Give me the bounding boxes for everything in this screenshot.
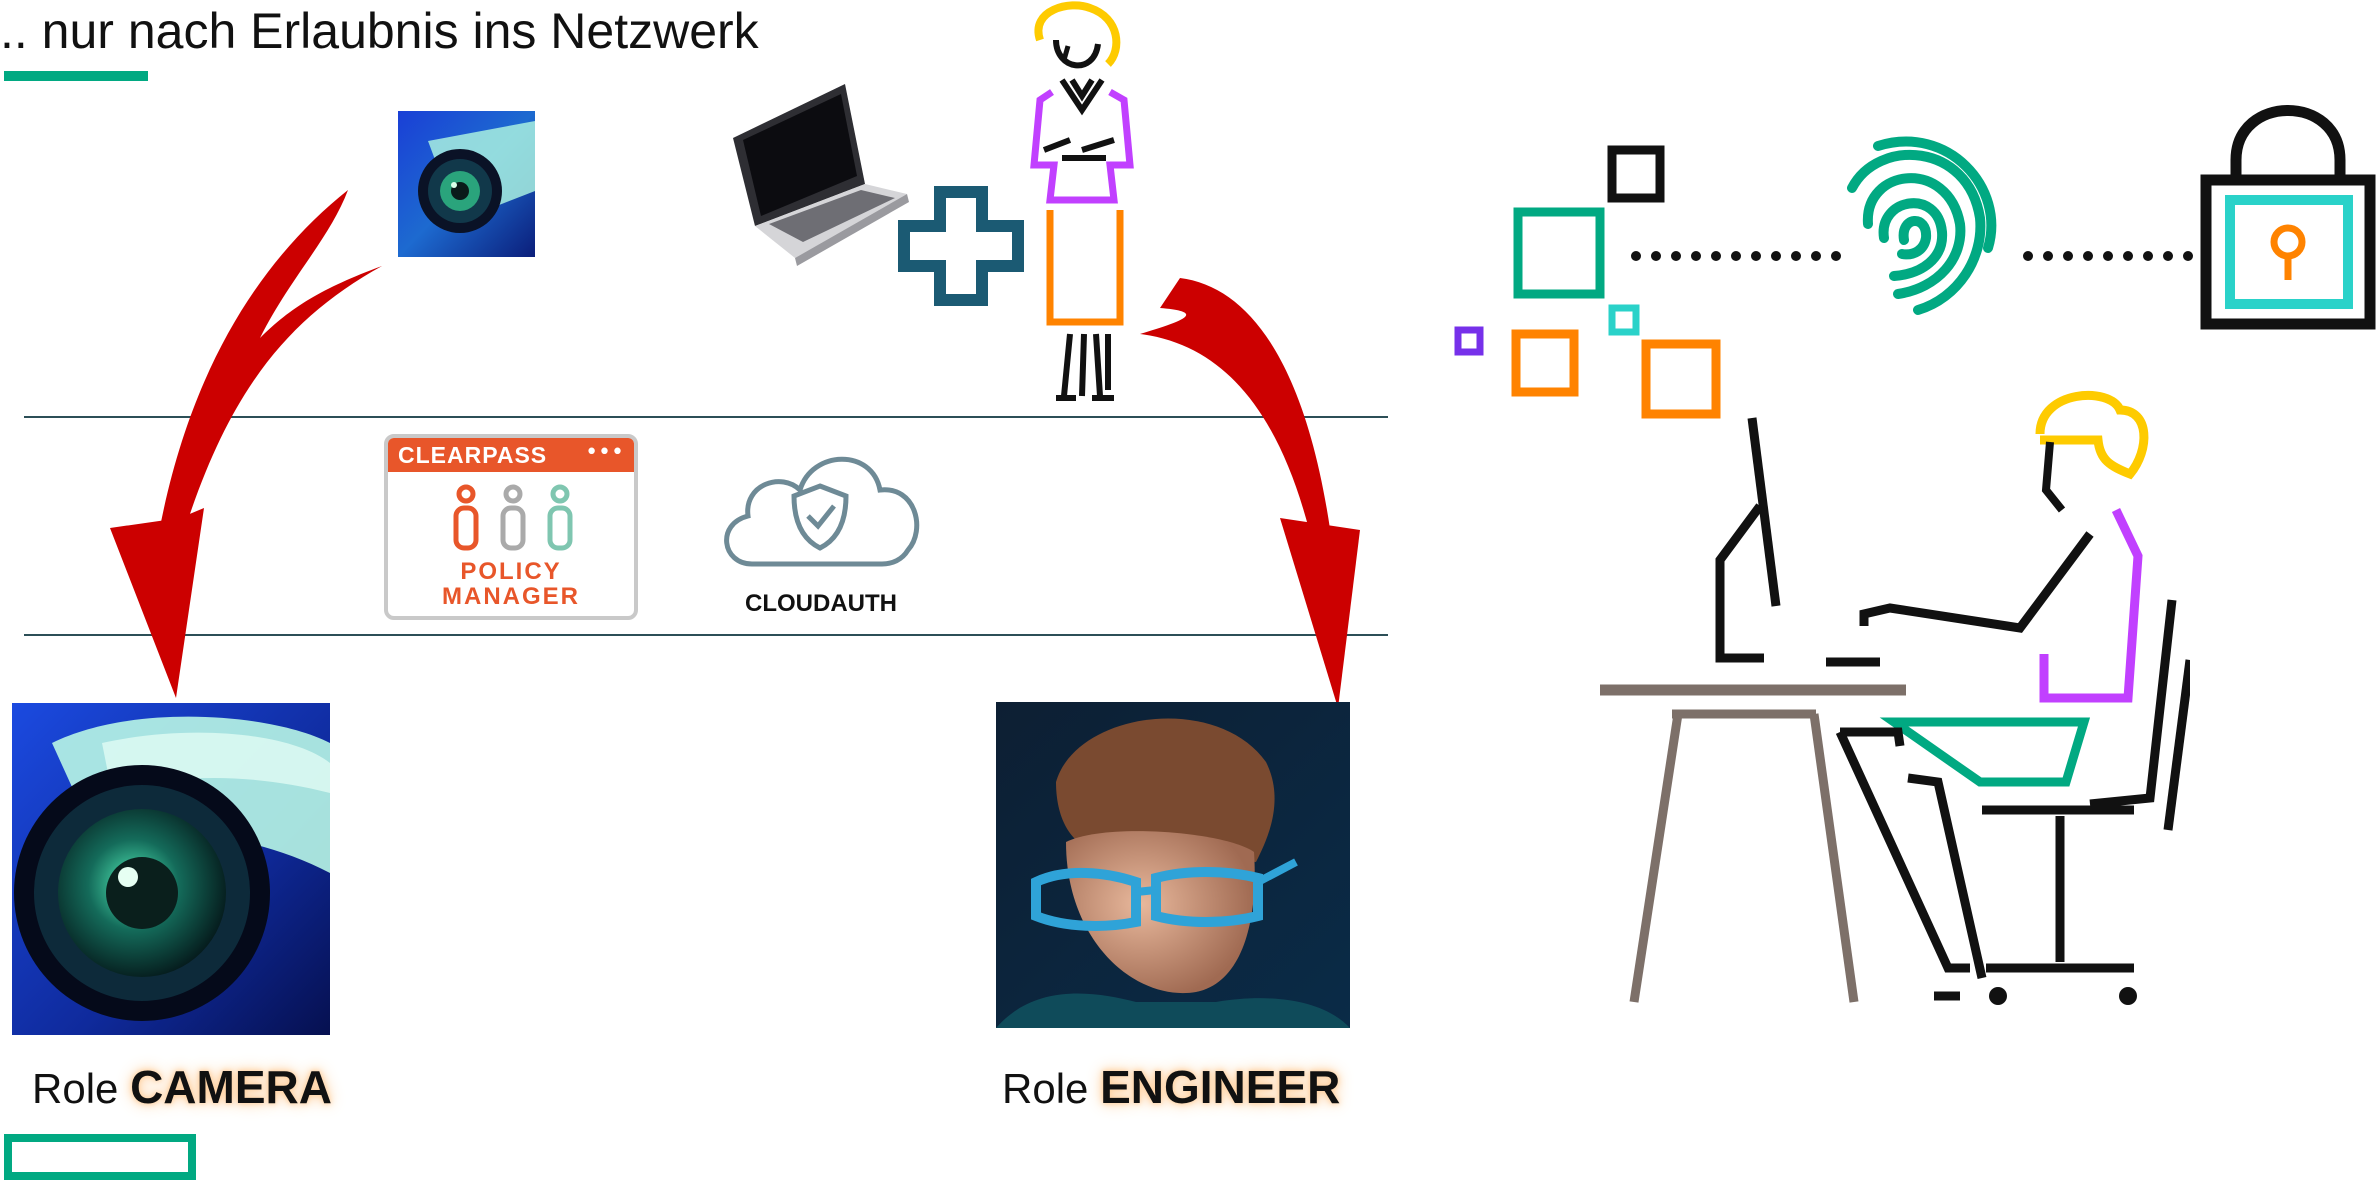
clearpass-brand-text: CLEARPASS [398,442,548,468]
role-engineer-value: ENGINEER [1100,1061,1341,1113]
role-camera-prefix: Role [32,1065,119,1112]
clearpass-header-bar: CLEARPASS ••• [388,438,634,472]
role-engineer-label: Role ENGINEER [1002,1060,1340,1114]
security-squares-graphic [1454,145,1721,419]
cloudauth-label: CLOUDAUTH [745,590,897,617]
standing-woman-illustration [1030,1,1134,401]
clearpass-product-line1: POLICY [460,558,562,585]
curved-arrow-down-left-icon [110,190,382,698]
page-title: .. nur nach Erlaubnis ins Netzwerk [0,3,759,59]
dotted-connector-right [2023,251,2193,261]
fingerprint-icon [1847,136,1997,315]
plus-icon [898,186,1024,306]
title-underline [4,71,148,81]
footer-brand-rectangle [4,1134,196,1180]
dotted-connector-left [1631,251,1841,261]
engineer-portrait-image [996,702,1350,1028]
curved-arrow-down-right-icon [1140,278,1360,708]
desk-workstation-illustration [1600,390,2190,1005]
divider-line-bottom [24,634,1388,636]
laptop-icon [733,84,909,266]
clearpass-user-icons [453,484,573,551]
camera-thumbnail-image [398,111,535,257]
role-engineer-prefix: Role [1002,1065,1089,1112]
camera-image [12,703,330,1035]
role-camera-value: CAMERA [130,1061,332,1113]
clearpass-logo: CLEARPASS ••• POLICY MANAGER [384,434,638,620]
clearpass-menu-dots: ••• [585,440,624,465]
divider-line-top [24,416,1388,418]
role-camera-label: Role CAMERA [32,1060,332,1114]
padlock-icon [2200,105,2376,330]
cloud-shield-icon [724,456,920,567]
clearpass-product-line2: MANAGER [442,583,580,610]
